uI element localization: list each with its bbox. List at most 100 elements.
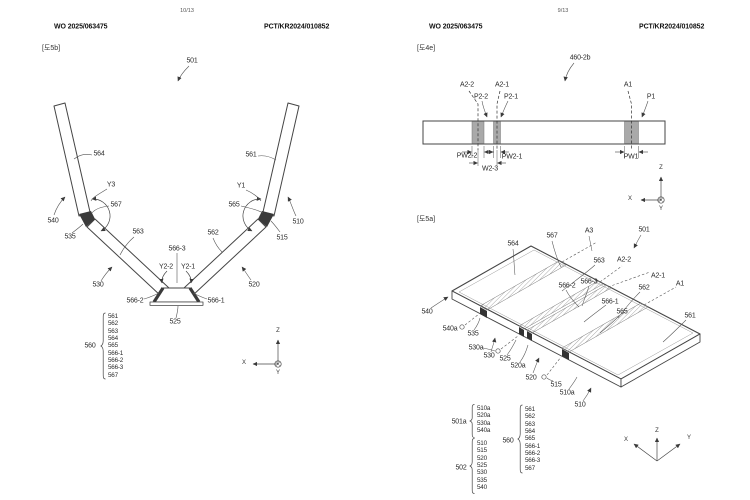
ref-label-563: 563: [132, 228, 144, 236]
list-item: 567: [525, 464, 535, 472]
list-item: 520: [477, 454, 487, 462]
list-item: 561: [525, 406, 535, 413]
ref-label-562: 562: [207, 229, 219, 237]
ref-label-510: 510: [292, 218, 304, 226]
list-item: 565: [108, 342, 118, 350]
ref-label-567: 567: [110, 201, 122, 209]
dim-label-pw2-2: PW2-2: [456, 152, 478, 160]
ref-label-a2-2: A2-2: [617, 256, 631, 264]
application-number: PCT/KR2024/010852: [639, 23, 705, 31]
ref-group-label-501a: 501a: [451, 418, 467, 426]
publication-number: WO 2025/063475: [429, 23, 483, 31]
ref-label-566-1: 566-1: [207, 297, 225, 305]
fig-5a-drawing: [430, 234, 701, 462]
list-item: 564: [108, 335, 118, 343]
axis-label-z: Z: [276, 328, 280, 334]
dim-label-w2-3: W2-3: [482, 165, 498, 173]
ref-label-566-2: 566-2: [558, 282, 576, 290]
ref-group-label-560: 560: [84, 342, 96, 350]
ref-group-label-560: 560: [502, 437, 514, 445]
device-side-face: [620, 333, 701, 388]
ref-label-a2-1: A2-1: [651, 272, 665, 280]
panel-564-cross-section: [53, 102, 91, 217]
axis-icon-fig5b: [252, 339, 282, 368]
list-item: 520a: [477, 412, 491, 420]
application-number: PCT/KR2024/010852: [264, 23, 330, 31]
hinge-wedge-535: [79, 211, 95, 227]
ref-label-535: 535: [64, 233, 76, 241]
hinge-bands: [479, 260, 649, 353]
ref-list-560: 561 562 563 564 565 566-1 566-2 566-3 56…: [525, 406, 540, 472]
list-item: 566-2: [108, 357, 124, 365]
ref-label-p1: P1: [646, 93, 656, 101]
ref-label-515: 515: [276, 234, 288, 242]
ref-label-a1: A1: [675, 280, 685, 288]
list-item: 565: [525, 435, 535, 443]
ref-label-501: 501: [638, 226, 650, 234]
list-item: 563: [108, 327, 118, 335]
ref-label-540a: 540a: [442, 325, 458, 333]
list-item: 562: [108, 320, 118, 328]
fig-5b-drawing: [53, 65, 300, 368]
axis-label-y: Y: [658, 206, 664, 212]
ref-label-540: 540: [47, 217, 59, 225]
ref-label-566-1: 566-1: [601, 298, 619, 306]
ref-label-515: 515: [550, 381, 562, 389]
ref-label-510: 510: [574, 401, 586, 409]
list-item: 525: [477, 462, 487, 470]
ref-label-y2-2: Y2-2: [159, 263, 173, 271]
ref-label-p2-1: P2-1: [504, 93, 518, 101]
ref-label-565: 565: [228, 201, 240, 209]
ref-label-y2-1: Y2-1: [181, 263, 195, 271]
list-item: 567: [108, 371, 118, 379]
axis-label-z: Z: [655, 428, 659, 434]
list-item: 566-2: [525, 450, 541, 458]
ref-list-560: 561 562 563 564 565 566-1 566-2 566-3 56…: [108, 313, 123, 379]
list-item: 561: [108, 313, 118, 320]
ref-label-520: 520: [248, 281, 260, 289]
ref-label-a2-2: A2-2: [460, 81, 474, 89]
list-item: 566-3: [108, 364, 124, 372]
axis-icon-fig5a: [633, 437, 681, 462]
figure-tag-4e: [도4e]: [417, 45, 436, 52]
list-item: 566-1: [108, 349, 124, 357]
list-item: 530: [477, 469, 487, 477]
figure-tag-5b: [도5b]: [42, 45, 61, 52]
hinge-wedge-515: [258, 211, 274, 227]
ref-label-561: 561: [684, 312, 696, 320]
list-item: 540: [477, 484, 487, 492]
list-item: 515: [477, 447, 487, 455]
list-item: 540a: [477, 427, 491, 435]
figure-tag-5a: [도5a]: [417, 216, 436, 223]
list-item: 566-3: [525, 457, 541, 465]
dim-label-pw2-1: PW2-1: [501, 153, 523, 161]
list-item: 562: [525, 413, 535, 421]
ref-label-460-2b: 460-2b: [569, 54, 591, 62]
axis-label-x: X: [627, 196, 633, 202]
ref-label-525: 525: [499, 355, 511, 363]
ref-label-566-3: 566-3: [168, 245, 186, 253]
ref-label-530: 530: [92, 281, 104, 289]
panel-561-cross-section: [262, 102, 300, 217]
ref-label-561: 561: [245, 151, 257, 159]
ref-label-564: 564: [507, 240, 519, 248]
ref-label-p2-2: P2-2: [474, 93, 488, 101]
ref-label-562: 562: [638, 284, 650, 292]
ref-list-501a: 510a 520a 530a 540a: [477, 405, 490, 434]
ref-group-label-502: 502: [455, 464, 467, 472]
ref-label-525: 525: [169, 318, 181, 326]
ref-label-501: 501: [186, 57, 198, 65]
ref-label-563: 563: [593, 257, 605, 265]
ref-label-535: 535: [467, 330, 479, 338]
ref-label-a1: A1: [623, 81, 633, 89]
ref-label-510a: 510a: [559, 389, 575, 397]
ref-label-520: 520: [525, 374, 537, 382]
ref-label-564: 564: [93, 150, 105, 158]
ref-label-y1: Y1: [236, 182, 246, 190]
ref-label-a2-1: A2-1: [495, 81, 509, 89]
ref-label-530: 530: [483, 352, 495, 360]
list-item: 510a: [477, 405, 491, 412]
list-item: 564: [525, 428, 535, 436]
